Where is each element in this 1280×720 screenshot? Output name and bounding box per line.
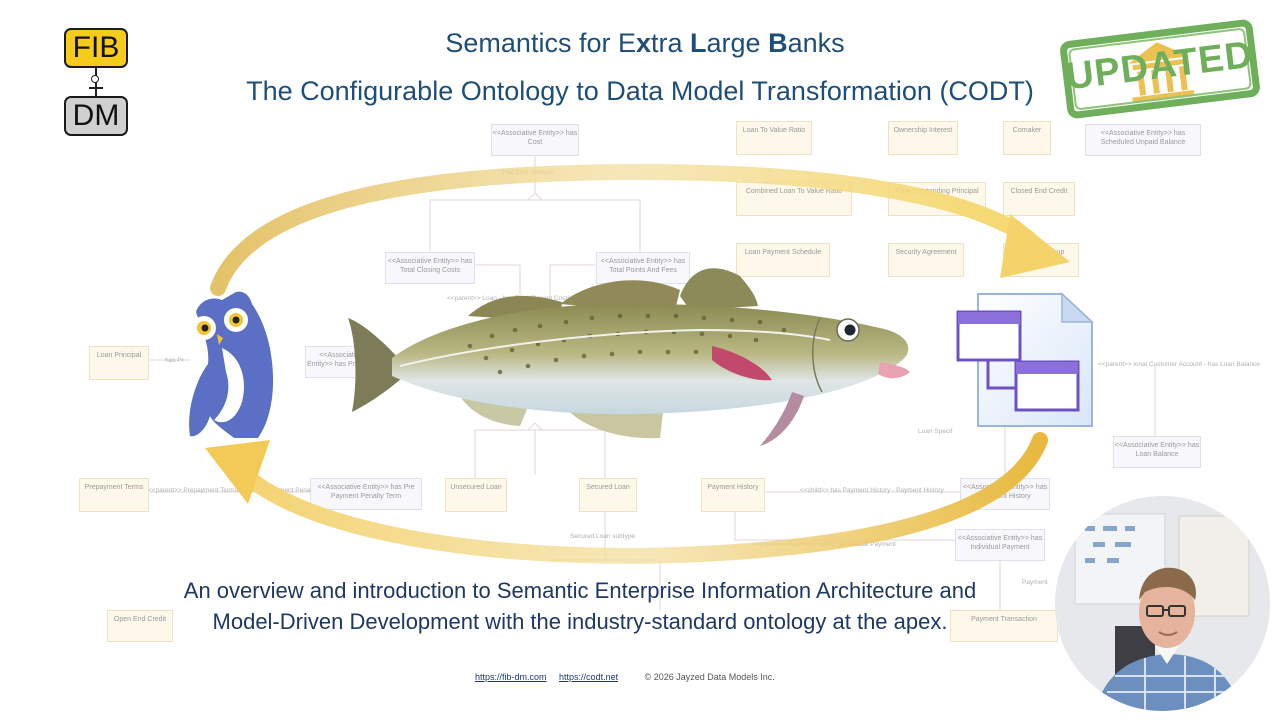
diagram-node: Secured Loan (579, 478, 637, 512)
subtitle-line-1: An overview and introduction to Semantic… (183, 578, 977, 603)
title-part: arge (706, 28, 769, 58)
subtitle: An overview and introduction to Semantic… (110, 575, 1050, 637)
footer: https://fib-dm.com https://codt.net © 20… (475, 672, 775, 682)
diagram-node: <<Associative Entity>> has Total Points … (596, 252, 690, 284)
diagram-node: Security Agreement (888, 243, 964, 277)
diagram-node: <<Associative Entity>> has Total Closing… (385, 252, 475, 284)
owl-icon (189, 291, 274, 438)
codt-link[interactable]: https://codt.net (559, 672, 619, 682)
diagram-label: Payment (1022, 579, 1048, 586)
diagram-node: Ownership Interest (888, 121, 958, 155)
diagram-node: Loan Principal (89, 346, 149, 380)
diagram-node: Loan Payment Schedule (736, 243, 830, 277)
diagram-node: Payment Transaction (950, 610, 1058, 642)
title-line-2: The Configurable Ontology to Data Model … (246, 76, 1034, 106)
bottom-cycle-arrow (205, 432, 1048, 565)
diagram-node: Closed End Credit (1003, 182, 1075, 216)
diagram-node: <<Associative Entity>> has Cost (491, 124, 579, 156)
bank-icon (1128, 42, 1195, 104)
fib-dm-link[interactable]: https://fib-dm.com (475, 672, 547, 682)
diagram-node: Open End Credit (107, 610, 173, 642)
logo-connector-bar (89, 87, 103, 89)
diagram-node: Loan To Value Ratio (736, 121, 812, 155)
title-part-bold: L (690, 28, 707, 58)
diagram-node: Payment History (701, 478, 765, 512)
diagram-node: Comaker (1003, 121, 1051, 155)
diagram-label: <<parent>> ional Customer Account - has … (1098, 361, 1260, 368)
diagram-label: Loan Specif (918, 428, 953, 435)
logo-fib: FIB (64, 28, 128, 68)
fib-dm-logo: FIB DM (62, 28, 132, 140)
diagram-label: Secured Loan subtype (570, 533, 635, 540)
diagram-node: <<Associative Entity>> has Loan Balance (1113, 436, 1201, 468)
diagram-node: Unsecured Loan (445, 478, 507, 512)
title-part-bold: B (768, 28, 788, 58)
logo-connector-knot (91, 75, 99, 83)
diagram-label: <<child>> has Payment History - Payment … (800, 487, 945, 494)
copyright: © 2026 Jayzed Data Models Inc. (644, 672, 775, 682)
diagram-node: <<Associative Entity>> has Scheduled Unp… (1085, 124, 1201, 156)
top-cycle-arrow (210, 163, 1070, 296)
codfish-illustration (348, 268, 910, 446)
logo-dm: DM (64, 96, 128, 136)
data-model-document-icon (956, 292, 1094, 427)
title-part: tra (651, 28, 691, 58)
title-line-1: Semantics for Extra Large Banks (360, 28, 930, 59)
title-part-bold: x (635, 28, 651, 58)
diagram-node: Prepayment Terms (79, 478, 149, 512)
diagram-node: <<Associative Entity>> has Pre Payment P… (310, 478, 422, 510)
diagram-node: <<Associative Entity>> has Individual Pa… (955, 529, 1045, 561)
diagram-label: has Pr (165, 357, 185, 364)
subtitle-line-2: Model-Driven Development with the indust… (212, 609, 948, 634)
presenter-avatar (1055, 496, 1270, 711)
title-part: Semantics for E (445, 28, 636, 58)
title-part: anks (787, 28, 845, 58)
updated-stamp: UPDATED (1058, 18, 1262, 120)
presenter-webcam (1055, 496, 1270, 711)
diagram-node: Combined Loan To Value Ratio (736, 182, 852, 216)
